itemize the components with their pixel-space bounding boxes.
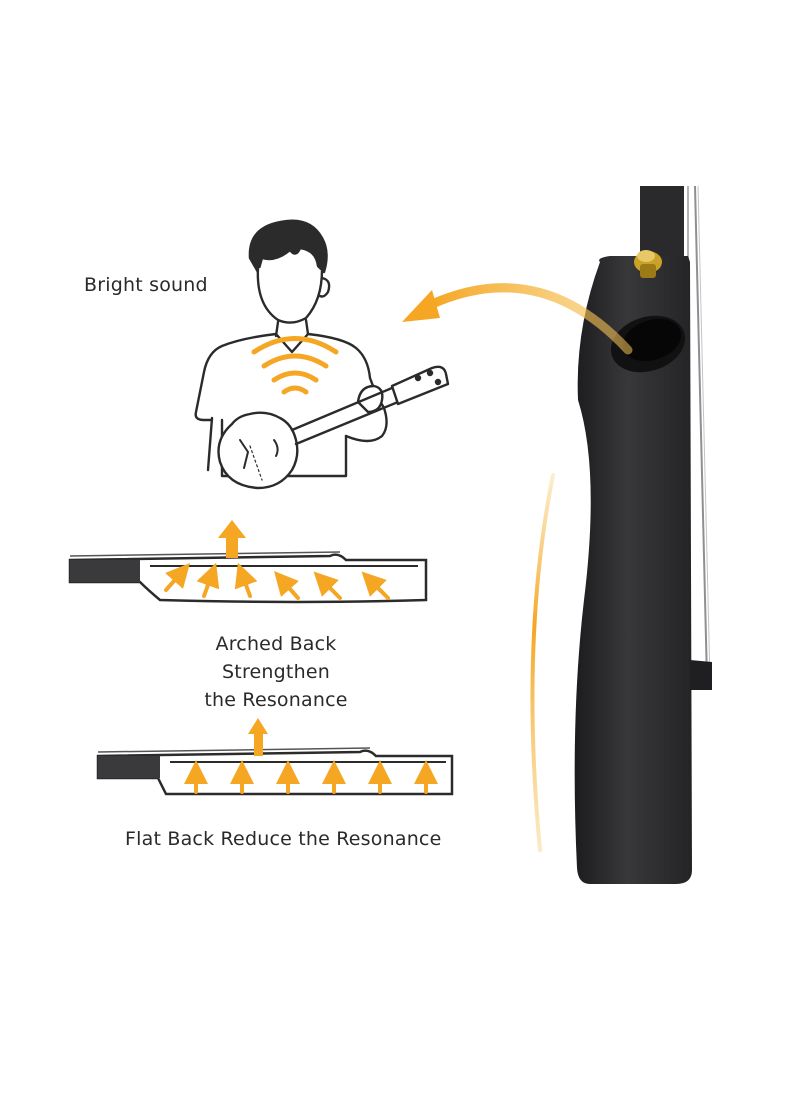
inner-resonance-arrows bbox=[184, 760, 438, 794]
side-sound-port bbox=[610, 315, 686, 373]
ukulele-side-photo bbox=[530, 185, 712, 884]
curved-arrow-icon bbox=[402, 283, 633, 355]
arched-back-caption: Arched Back Strengthen the Resonance bbox=[160, 630, 392, 714]
flat-back-diagram bbox=[96, 718, 454, 796]
resonance-output-arrow bbox=[218, 520, 246, 558]
ukulele-neck bbox=[640, 186, 684, 262]
body-curve-highlight bbox=[530, 473, 555, 852]
tuner-peg bbox=[634, 250, 662, 278]
arched-caption-line-2: the Resonance bbox=[204, 689, 348, 711]
arched-back-diagram bbox=[68, 520, 428, 604]
ukulele-body bbox=[574, 256, 692, 884]
resonance-output-arrow bbox=[248, 718, 268, 756]
inner-resonance-arrows bbox=[164, 562, 390, 600]
arched-caption-line-1: Arched Back Strengthen bbox=[215, 633, 337, 683]
flat-back-caption: Flat Back Reduce the Resonance bbox=[125, 828, 442, 850]
bright-sound-label: Bright sound bbox=[84, 274, 208, 296]
sound-waves-icon bbox=[251, 336, 339, 395]
person-playing-ukulele-icon bbox=[194, 219, 450, 490]
ukulele-string bbox=[694, 185, 708, 681]
